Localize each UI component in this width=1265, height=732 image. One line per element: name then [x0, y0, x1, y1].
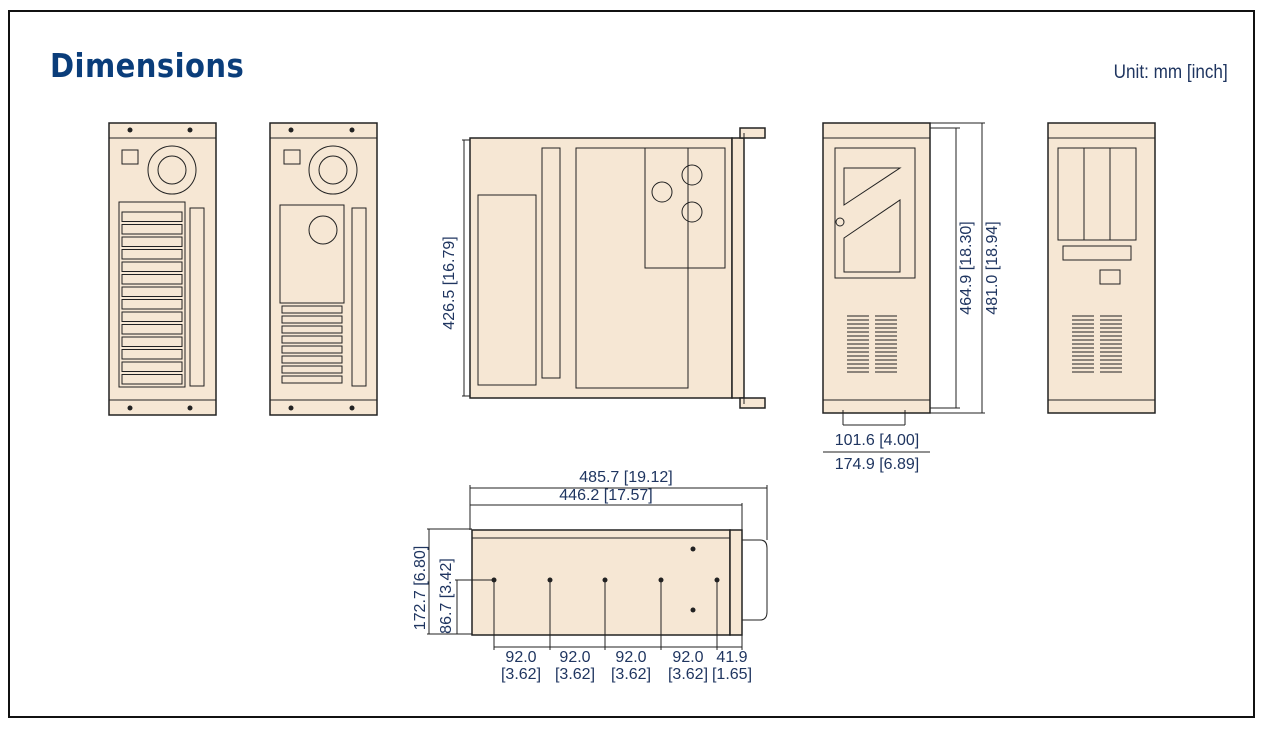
expansion-slot [121, 249, 183, 260]
top-view [462, 127, 766, 409]
dim-side-half-height: 86.7 [3.42] [438, 558, 455, 634]
drawing-frame [8, 10, 1255, 718]
expansion-slot [281, 355, 343, 364]
hole-spacing-3-inch: [3.62] [611, 666, 651, 683]
expansion-slot [121, 311, 183, 322]
expansion-slot [121, 274, 183, 285]
dim-front-total-height: 481.0 [18.94] [984, 221, 1001, 314]
hole-spacing-5-mm: 41.9 [716, 649, 747, 666]
expansion-slot [121, 286, 183, 297]
expansion-slot [121, 324, 183, 335]
hole-spacing-2-inch: [3.62] [555, 666, 595, 683]
side-view [1047, 122, 1156, 414]
page-title: Dimensions [50, 46, 245, 85]
expansion-slot [121, 299, 183, 310]
front-view [822, 122, 985, 453]
expansion-slot [121, 336, 183, 347]
dim-side-body-length: 446.2 [17.57] [559, 487, 652, 504]
expansion-slot [121, 224, 183, 235]
dim-front-handle-spacing: 101.6 [4.00] [835, 432, 920, 449]
expansion-slot [121, 261, 183, 272]
expansion-slot [121, 361, 183, 372]
rear-view-a [108, 122, 217, 416]
hole-spacing-3-mm: 92.0 [615, 649, 646, 666]
unit-label: Unit: mm [inch] [1113, 62, 1228, 83]
hole-spacing-1-mm: 92.0 [505, 649, 536, 666]
expansion-slot [281, 375, 343, 384]
dim-top-view-depth: 426.5 [16.79] [441, 236, 458, 329]
dim-front-inner-height: 464.9 [18.30] [958, 221, 975, 314]
dim-front-width: 174.9 [6.89] [835, 456, 920, 473]
rear-view-b [269, 122, 378, 416]
hole-spacing-1-inch: [3.62] [501, 666, 541, 683]
hole-spacing-4-mm: 92.0 [672, 649, 703, 666]
expansion-slot [121, 349, 183, 360]
side-length-view [427, 485, 768, 650]
expansion-slot [121, 374, 183, 385]
expansion-slot [281, 325, 343, 334]
hole-spacing-labels: 92.0 [3.62] 92.0 [3.62] 92.0 [3.62] 92.0… [501, 649, 752, 683]
expansion-slot [281, 335, 343, 344]
expansion-slot [281, 315, 343, 324]
expansion-slot [121, 236, 183, 247]
dim-side-total-length: 485.7 [19.12] [579, 469, 672, 486]
expansion-slot [121, 211, 183, 222]
hole-spacing-5-inch: [1.65] [712, 666, 752, 683]
dim-side-height: 172.7 [6.80] [412, 546, 429, 631]
hole-spacing-4-inch: [3.62] [668, 666, 708, 683]
hole-spacing-2-mm: 92.0 [559, 649, 590, 666]
expansion-slot [281, 345, 343, 354]
expansion-slot [281, 305, 343, 314]
expansion-slot [281, 365, 343, 374]
